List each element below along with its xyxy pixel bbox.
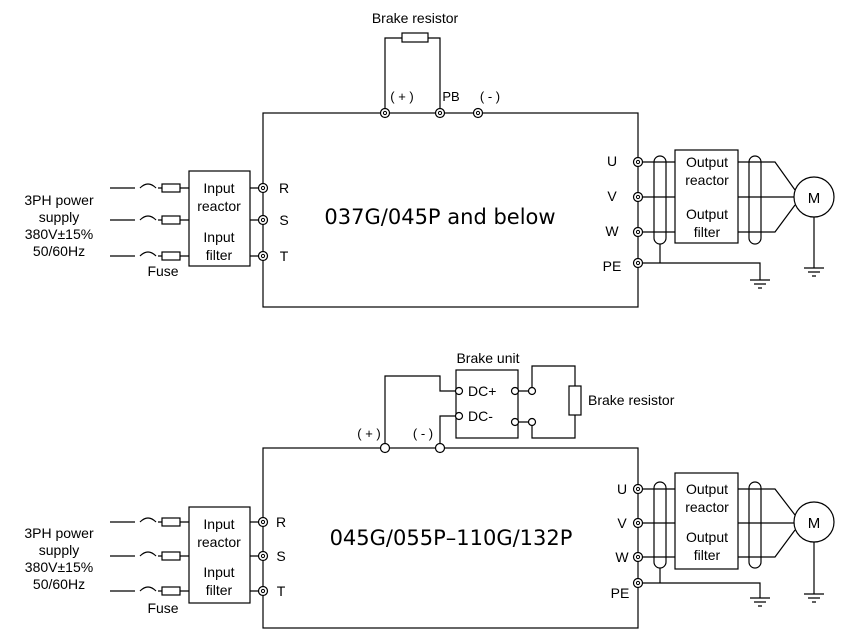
svg-text:filter: filter bbox=[694, 547, 721, 563]
brake-unit-box bbox=[455, 369, 519, 439]
brake-resistor-label-2: Brake resistor bbox=[588, 392, 675, 408]
shield-core-left-2 bbox=[653, 481, 667, 569]
input-filter-label-2: Input bbox=[203, 564, 234, 580]
brake-resistor-label: Brake resistor bbox=[372, 10, 459, 26]
dc-minus-label: ( - ) bbox=[480, 89, 500, 104]
brake-resistor-wire bbox=[384, 37, 441, 108]
dc-minus-unit-label: DC- bbox=[468, 408, 493, 424]
svg-text:supply: supply bbox=[39, 209, 79, 225]
input-reactor-label: Input bbox=[203, 180, 234, 196]
input-reactor-filter-box-2 bbox=[188, 506, 251, 604]
drive-model-title-2: 045G/055P–110G/132P bbox=[330, 526, 573, 550]
input-filter-label: Input bbox=[203, 229, 234, 245]
svg-text:50/60Hz: 50/60Hz bbox=[33, 576, 85, 592]
output-wires bbox=[638, 161, 761, 280]
terminal-r-label: R bbox=[279, 180, 289, 196]
svg-text:reactor: reactor bbox=[685, 499, 729, 515]
shield-core-right bbox=[748, 155, 762, 245]
output-reactor-label: Output bbox=[686, 154, 728, 170]
svg-text:380V±15%: 380V±15% bbox=[25, 226, 93, 242]
output-filter-label-2: Output bbox=[686, 529, 728, 545]
terminal-r-label-2: R bbox=[276, 514, 286, 530]
shield-core-right-2 bbox=[748, 481, 762, 569]
svg-text:supply: supply bbox=[39, 542, 79, 558]
terminal-w-label: W bbox=[605, 223, 619, 239]
power-supply-label-2: 3PH power supply 380V±15% 50/60Hz bbox=[24, 525, 94, 592]
terminal-u-label-2: U bbox=[617, 481, 627, 497]
svg-text:filter: filter bbox=[206, 582, 233, 598]
dc-terminals bbox=[379, 107, 484, 119]
svg-text:3PH power: 3PH power bbox=[24, 192, 94, 208]
terminal-pe-label-2: PE bbox=[611, 585, 630, 601]
pb-label: PB bbox=[442, 89, 459, 104]
output-reactor-filter-box bbox=[674, 149, 739, 244]
svg-text:50/60Hz: 50/60Hz bbox=[33, 243, 85, 259]
motor-label-2: M bbox=[808, 515, 821, 532]
drive-box-2 bbox=[262, 447, 639, 629]
output-filter-label: Output bbox=[686, 206, 728, 222]
input-lines bbox=[110, 183, 189, 261]
ground-symbols bbox=[750, 267, 824, 289]
output-terminals bbox=[632, 156, 644, 269]
output-terminals-2 bbox=[632, 483, 644, 589]
svg-text:reactor: reactor bbox=[197, 198, 241, 214]
output-reactor-filter-box-2 bbox=[674, 472, 739, 570]
brake-unit-label: Brake unit bbox=[456, 350, 519, 366]
input-reactor-label-2: Input bbox=[203, 516, 234, 532]
svg-text:filter: filter bbox=[206, 247, 233, 263]
fuse-label: Fuse bbox=[147, 263, 178, 279]
input-reactor-filter-box bbox=[188, 170, 251, 267]
brake-resistor-symbol-2 bbox=[568, 385, 582, 416]
terminal-s-label: S bbox=[279, 212, 288, 228]
fuse-label-2: Fuse bbox=[147, 600, 178, 616]
ground-symbols-2 bbox=[750, 593, 824, 607]
diagram-bottom: Brake unit DC+ DC- Brake resistor ( + ) … bbox=[24, 350, 835, 629]
svg-text:filter: filter bbox=[694, 224, 721, 240]
brake-resistor-symbol bbox=[401, 32, 429, 43]
terminal-v-label: V bbox=[607, 188, 617, 204]
dc-terminals-2 bbox=[379, 442, 446, 454]
output-reactor-label-2: Output bbox=[686, 481, 728, 497]
drive-model-title: 037G/045P and below bbox=[324, 205, 555, 229]
shield-core-left bbox=[653, 155, 667, 245]
terminal-w-label-2: W bbox=[615, 549, 629, 565]
brake-resistor-wire-2 bbox=[531, 365, 576, 439]
drive-box bbox=[262, 112, 639, 308]
power-supply-label: 3PH power supply 380V±15% 50/60Hz bbox=[24, 192, 94, 259]
input-terminals bbox=[257, 182, 269, 262]
dc-minus-label-2: ( - ) bbox=[413, 426, 433, 441]
dc-plus-label-2: ( + ) bbox=[357, 426, 380, 441]
motor-wires bbox=[738, 161, 796, 233]
svg-text:380V±15%: 380V±15% bbox=[25, 559, 93, 575]
brake-unit-wires bbox=[384, 375, 455, 448]
terminal-t-label-2: T bbox=[277, 583, 286, 599]
input-lines-2 bbox=[110, 517, 189, 596]
svg-text:3PH power: 3PH power bbox=[24, 525, 94, 541]
terminal-u-label: U bbox=[607, 153, 617, 169]
input-terminals-2 bbox=[257, 516, 269, 597]
svg-text:reactor: reactor bbox=[685, 172, 729, 188]
dc-plus-unit-label: DC+ bbox=[468, 383, 496, 399]
terminal-pe-label: PE bbox=[603, 258, 622, 274]
terminal-v-label-2: V bbox=[617, 515, 627, 531]
terminal-s-label-2: S bbox=[276, 548, 285, 564]
dc-plus-label: ( + ) bbox=[390, 89, 413, 104]
terminal-t-label: T bbox=[280, 248, 289, 264]
motor-label: M bbox=[808, 190, 821, 207]
svg-text:reactor: reactor bbox=[197, 534, 241, 550]
diagram-top: Brake resistor ( + ) PB ( - ) 037G/045P … bbox=[24, 10, 835, 308]
